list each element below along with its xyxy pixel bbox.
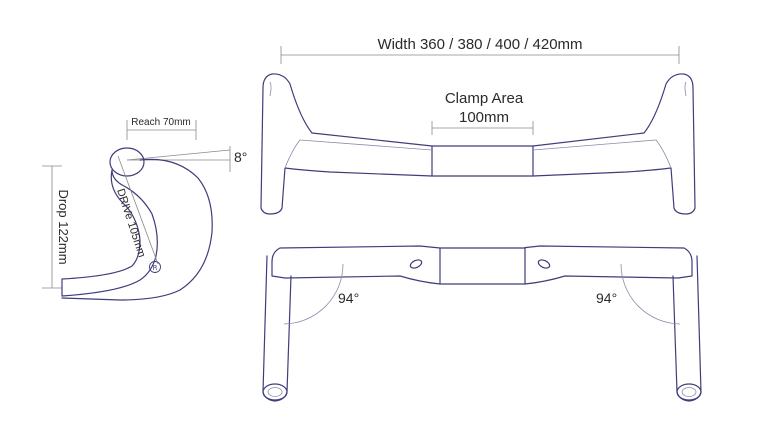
circled-r-logo-icon: R [149, 261, 161, 273]
drop-label: Drop 122mm [56, 189, 71, 264]
front-view-handlebar [260, 73, 696, 215]
reach-label: Reach 70mm [131, 117, 190, 128]
angle-94-right-label: 94° [596, 290, 617, 306]
clamp-area-dimension: Clamp Area 100mm [431, 90, 534, 135]
svg-text:R: R [153, 264, 158, 272]
clamp-size-label: 100mm [459, 109, 509, 126]
width-label: Width 360 / 380 / 400 / 420mm [377, 36, 582, 53]
top-view-handlebar: 94° 94° [262, 245, 702, 402]
clamp-area-label: Clamp Area [445, 90, 524, 107]
angle-94-left-label: 94° [338, 290, 359, 306]
width-dimension: Width 360 / 380 / 400 / 420mm [280, 36, 680, 64]
angle-8-label: 8° [234, 149, 247, 165]
side-profile-handlebar: Reach 70mm 8° Drop 122mm DRIVe 105mm R [42, 117, 247, 301]
